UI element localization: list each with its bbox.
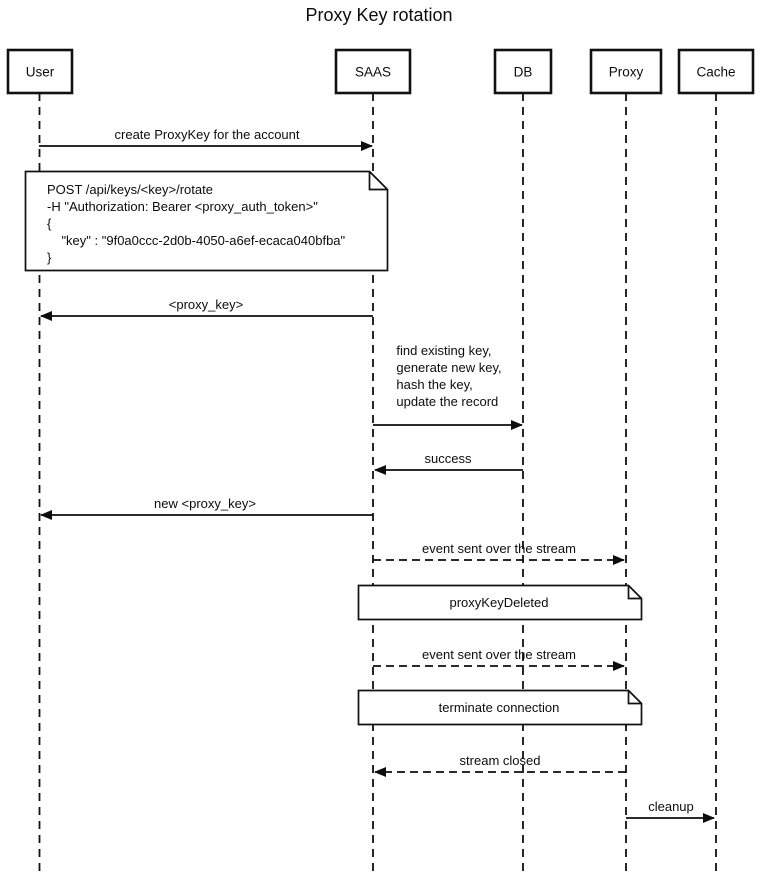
message-label-stream-closed: stream closed [459,753,541,768]
note-fold-icon [368,171,388,191]
note-text-proxykeydeleted: proxyKeyDeleted [449,595,549,610]
actor-label-cache: Cache [696,64,736,80]
message-label-new-proxy-key: new <proxy_key> [154,496,256,511]
note-shape-proxykeydeleted [357,584,643,621]
note-shape-request [24,170,389,272]
note-text-terminate: terminate connection [438,700,560,715]
message-label-cleanup: cleanup [648,799,694,814]
actor-box-saas [334,48,412,95]
message-label-create-proxykey: create ProxyKey for the account [114,127,300,142]
actor-label-user: User [25,64,55,80]
actor-label-saas: SAAS [354,64,392,80]
message-label-update-record: find existing key, generate new key, has… [396,343,502,409]
actor-box-cache [677,48,755,95]
actor-box-user [6,48,74,95]
message-label-success: success [424,451,472,466]
message-label-event-stream-1: event sent over the stream [422,541,576,556]
actor-label-db: DB [513,64,533,80]
message-label-event-stream-2: event sent over the stream [422,647,576,662]
note-fold-icon [627,690,642,705]
diagram-title: Proxy Key rotation [305,5,453,25]
note-text-request: POST /api/keys/<key>/rotate -H "Authoriz… [47,182,346,265]
actor-box-proxy [589,48,663,95]
actor-label-proxy: Proxy [608,64,644,80]
message-label-proxy-key: <proxy_key> [168,297,244,312]
note-fold-icon [627,585,642,600]
note-shape-terminate [357,689,643,726]
actor-box-db [493,48,553,95]
